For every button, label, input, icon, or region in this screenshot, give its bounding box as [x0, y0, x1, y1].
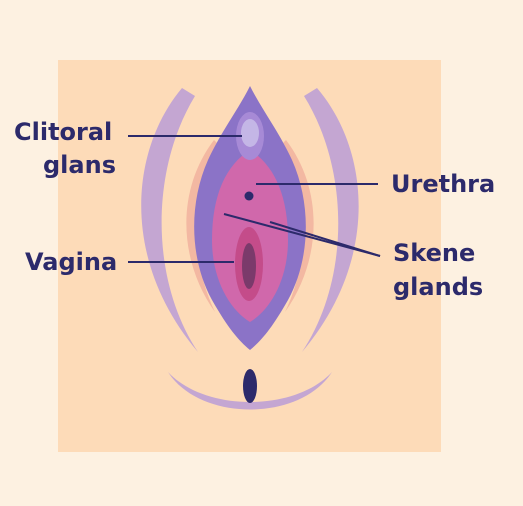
clitoral-glans	[241, 119, 259, 147]
perineum-arc	[168, 372, 332, 410]
urethral-opening	[244, 191, 254, 201]
left-outer-fold	[141, 88, 198, 352]
right-outer-fold	[302, 88, 359, 352]
skene-glands-leader-2	[269, 221, 381, 257]
left-inner-fold	[186, 140, 222, 312]
vaginal-opening-inner	[242, 243, 256, 289]
anus	[243, 369, 257, 403]
label-clitoral-glans-line1: Clitoral	[14, 118, 112, 146]
label-skene-glands-line1: Skene	[393, 239, 475, 267]
label-urethra: Urethra	[391, 170, 495, 198]
label-vagina: Vagina	[25, 248, 117, 276]
label-skene-glands-line2: glands	[393, 273, 483, 301]
label-clitoral-glans-line2: glans	[43, 151, 116, 179]
